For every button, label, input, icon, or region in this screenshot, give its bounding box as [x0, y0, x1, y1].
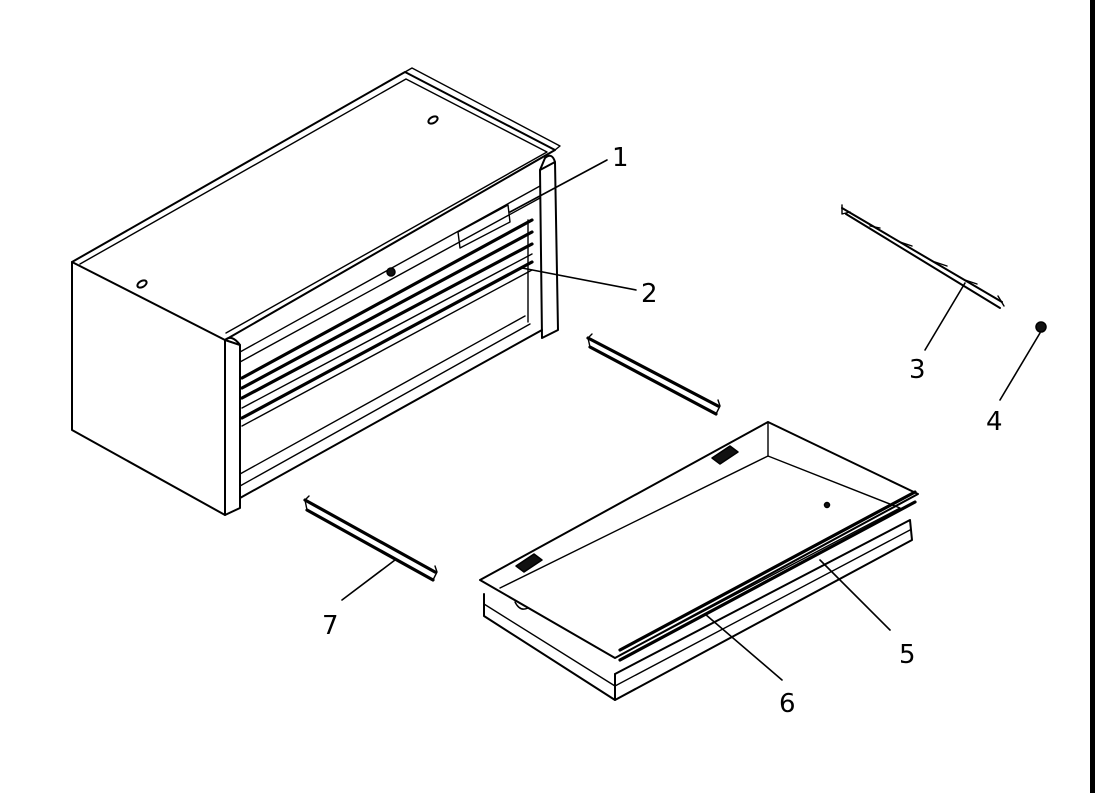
right-edge-bar — [1090, 0, 1095, 793]
drawer-part-5 — [479, 421, 919, 701]
callout-7: 7 — [322, 611, 339, 641]
leader-line-2 — [521, 267, 637, 291]
leader-line-5 — [819, 559, 891, 631]
leader-line-4 — [999, 332, 1041, 401]
callout-6: 6 — [779, 689, 796, 719]
tool-chest-cabinet — [71, 67, 561, 516]
leader-line-6 — [704, 613, 783, 681]
drawer-rail-middle — [586, 333, 721, 416]
leader-line-7 — [341, 559, 396, 601]
callout-4: 4 — [986, 407, 1003, 437]
drawer-rail-part-7 — [303, 495, 438, 582]
leader-line-1 — [509, 159, 608, 213]
callout-5: 5 — [899, 640, 916, 670]
bumper-part-4 — [1035, 321, 1047, 333]
callout-3: 3 — [909, 355, 926, 385]
callout-2: 2 — [641, 279, 658, 309]
leader-line-3 — [924, 282, 966, 351]
drawer-slide-part-3 — [841, 204, 1005, 309]
callout-1: 1 — [612, 143, 629, 173]
